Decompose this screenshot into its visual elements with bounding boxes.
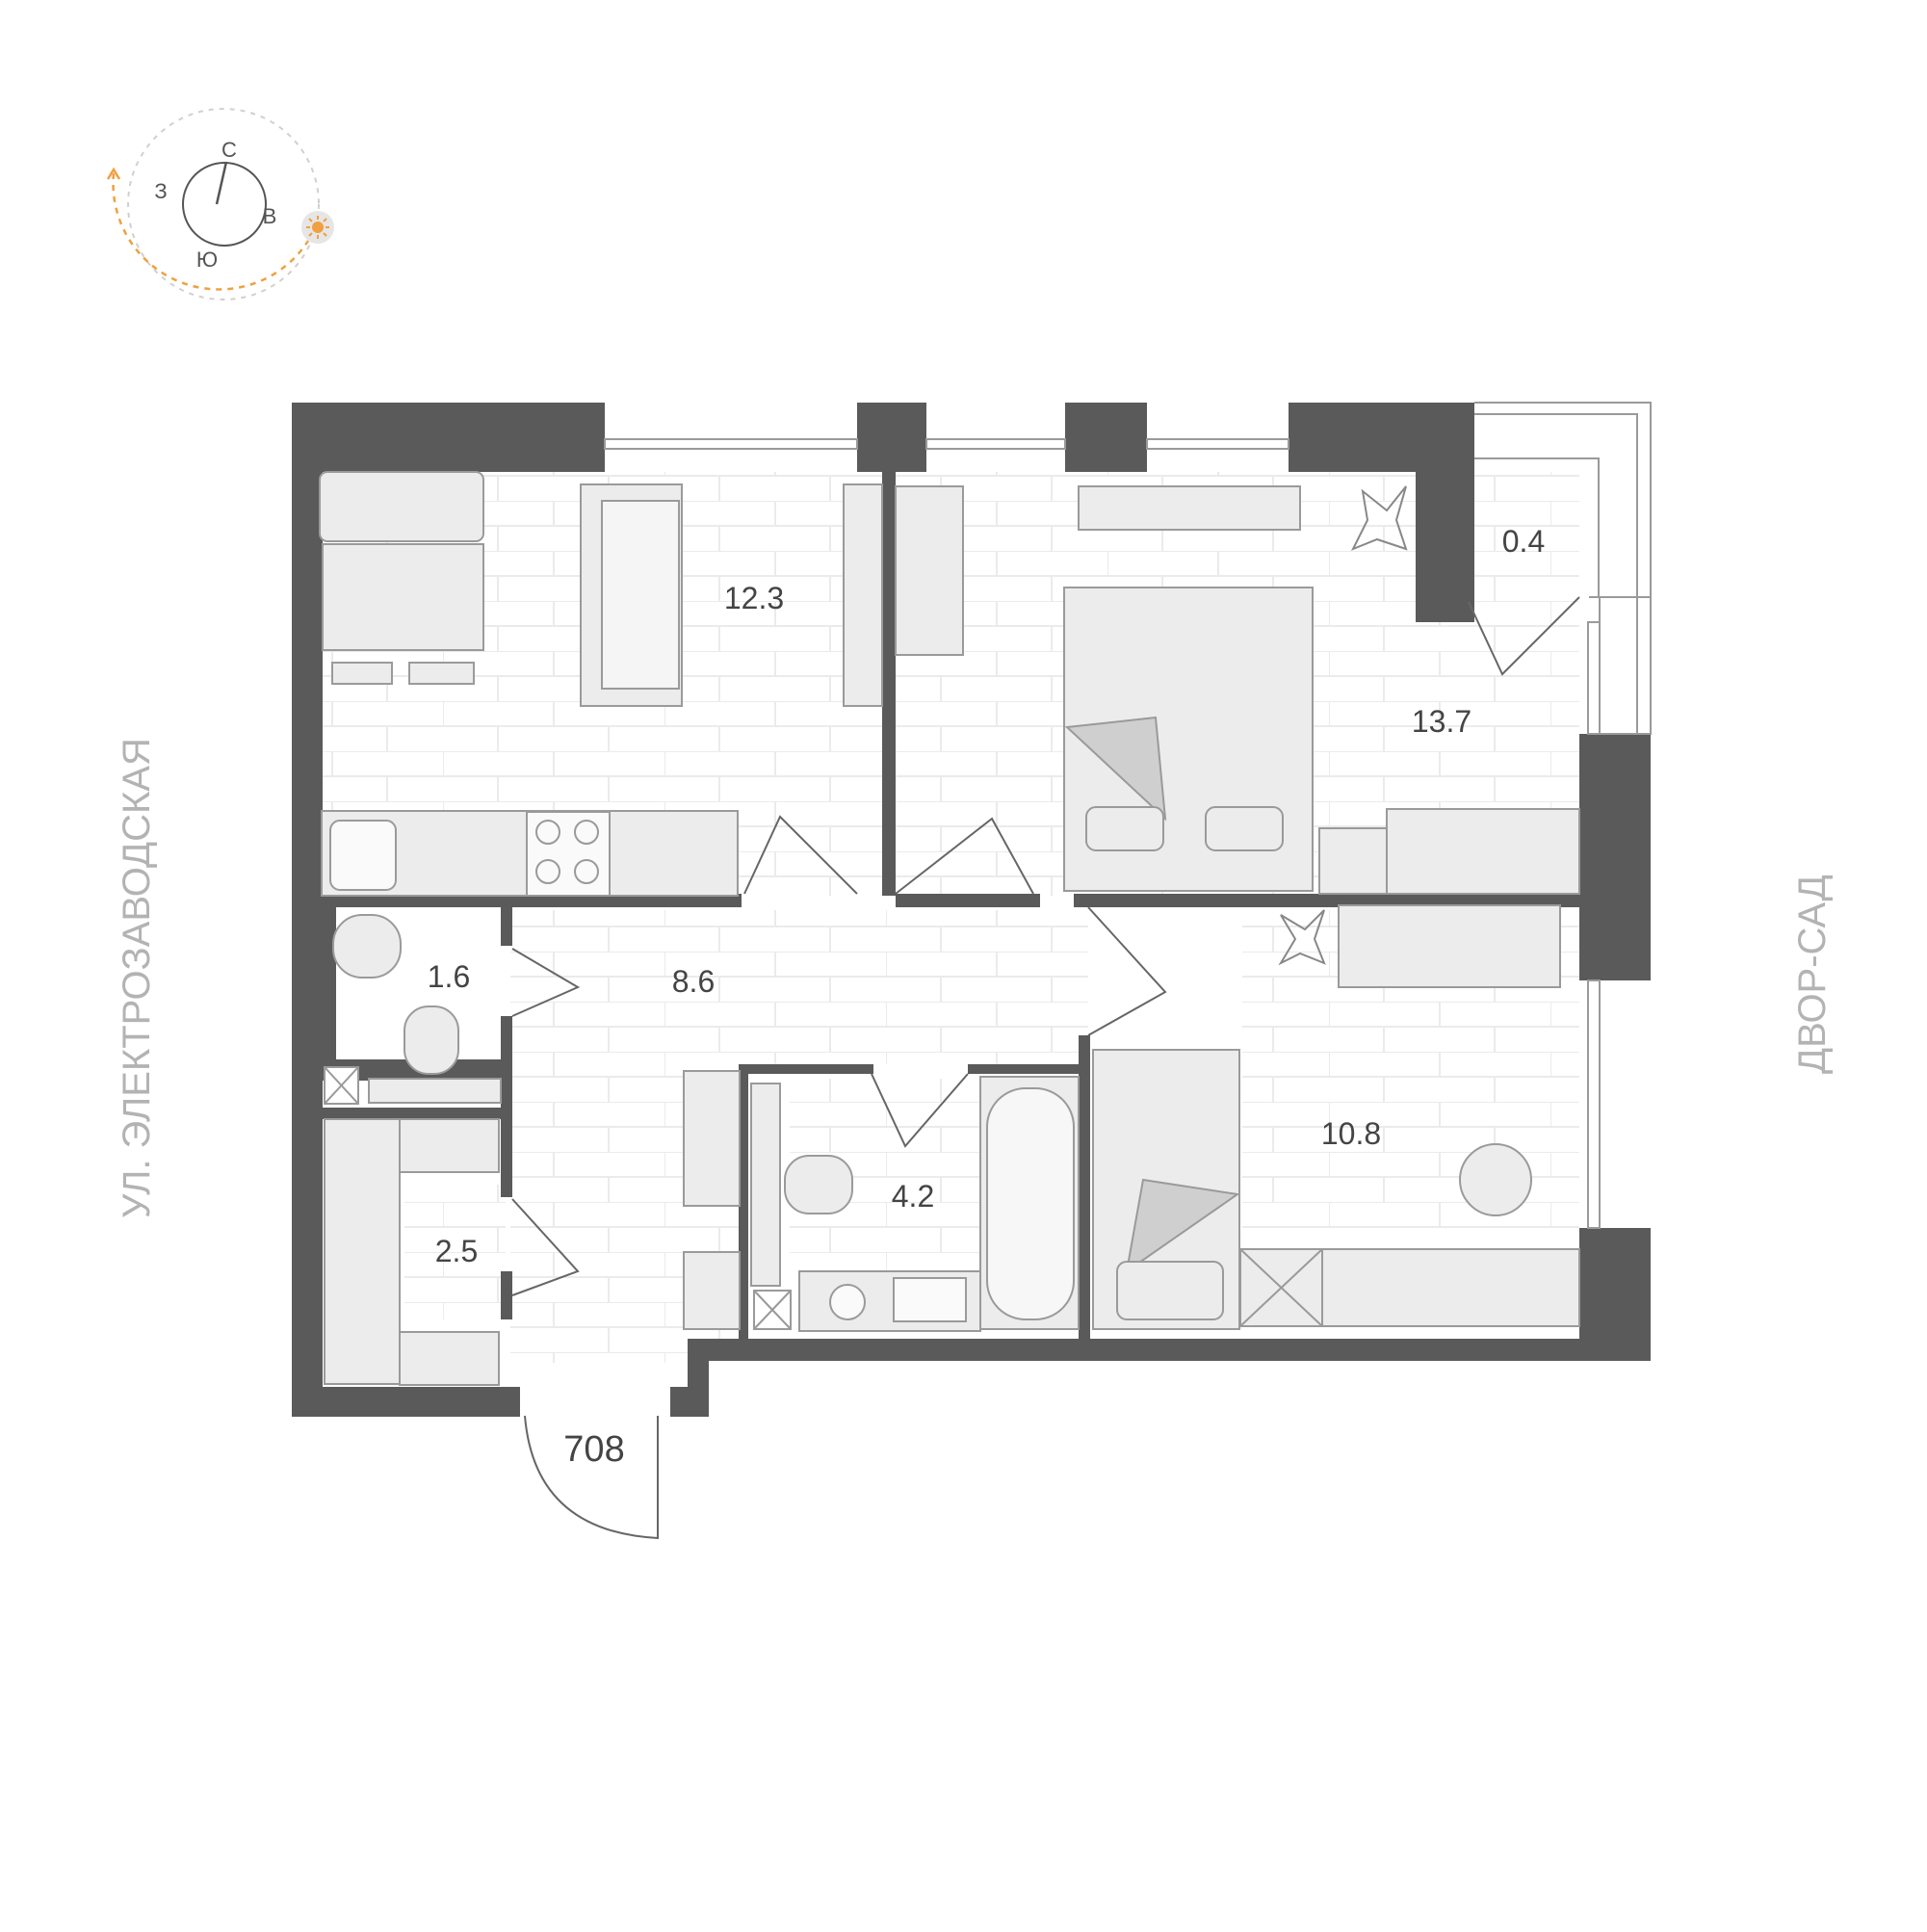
bathtub xyxy=(986,1087,1075,1320)
compass-east: В xyxy=(263,204,277,228)
compass-south: Ю xyxy=(196,248,218,272)
door-bedroom xyxy=(895,817,1034,895)
compass-west: З xyxy=(154,179,167,203)
washbasin xyxy=(332,914,402,979)
pillow xyxy=(1085,806,1164,851)
pillow xyxy=(1116,1261,1224,1320)
sun-path xyxy=(112,172,310,291)
washing-machine xyxy=(829,1284,866,1320)
area-bathroom: 4.2 xyxy=(892,1179,934,1214)
compass-orbit xyxy=(127,108,320,300)
hall-cabinet xyxy=(683,1251,741,1330)
apartment-number: 708 xyxy=(563,1429,624,1470)
wardrobe xyxy=(1386,808,1580,895)
plant-icon xyxy=(1350,485,1408,551)
sun-icon xyxy=(301,211,334,244)
shoe-rack xyxy=(683,1070,741,1207)
area-storage: 2.5 xyxy=(435,1234,478,1268)
plants xyxy=(1278,485,1408,966)
street-left: УЛ. ЭЛЕКТРОЗАВОДСКАЯ xyxy=(116,738,158,1218)
shelf xyxy=(399,1118,500,1173)
compass: С Ю З В xyxy=(106,108,334,300)
dining-table xyxy=(322,543,484,651)
nightstand xyxy=(1318,827,1388,895)
toilet xyxy=(404,1005,459,1075)
compass-north: С xyxy=(221,138,237,162)
tv-stand xyxy=(843,483,883,707)
windows xyxy=(604,402,1652,1229)
doors xyxy=(511,596,1580,1540)
room-labels: 12.3 13.7 0.4 1.6 8.6 4.2 2.5 10.8 xyxy=(428,524,1545,1268)
wardrobe xyxy=(1321,1248,1580,1327)
area-bathroom-small: 1.6 xyxy=(428,959,470,994)
area-hallway: 8.6 xyxy=(672,964,715,999)
round-table xyxy=(1459,1143,1532,1216)
door-entrance xyxy=(524,1415,659,1540)
pillow xyxy=(1205,806,1284,851)
furniture xyxy=(319,471,1580,1386)
door-balcony xyxy=(1468,596,1580,676)
compass-dial xyxy=(182,162,267,247)
sink xyxy=(329,820,397,891)
toilet xyxy=(784,1155,853,1214)
desk xyxy=(895,485,964,656)
door-bathroom xyxy=(871,1073,969,1148)
door-storage xyxy=(511,1198,580,1296)
compass-needle xyxy=(215,161,228,205)
area-kitchen-living: 12.3 xyxy=(724,581,784,615)
shelf xyxy=(399,1331,500,1386)
area-bedroom2: 10.8 xyxy=(1321,1116,1381,1151)
sink xyxy=(893,1277,967,1322)
door-bedroom2 xyxy=(1087,906,1167,1036)
wardrobe xyxy=(324,1118,401,1385)
area-balcony: 0.4 xyxy=(1502,524,1545,559)
tv-unit xyxy=(1078,485,1301,531)
shelf xyxy=(750,1083,781,1287)
desk xyxy=(1338,904,1561,988)
street-right: ДВОР-САД xyxy=(1791,875,1834,1074)
door-wc xyxy=(511,948,581,1017)
area-bedroom: 13.7 xyxy=(1412,704,1471,739)
door-kitchen xyxy=(743,815,858,895)
plant-icon xyxy=(1278,909,1326,966)
chair xyxy=(331,662,393,685)
sun-path-arrow-icon xyxy=(106,167,121,180)
shelf xyxy=(368,1078,502,1104)
chair xyxy=(408,662,475,685)
dining-bench xyxy=(319,471,484,542)
